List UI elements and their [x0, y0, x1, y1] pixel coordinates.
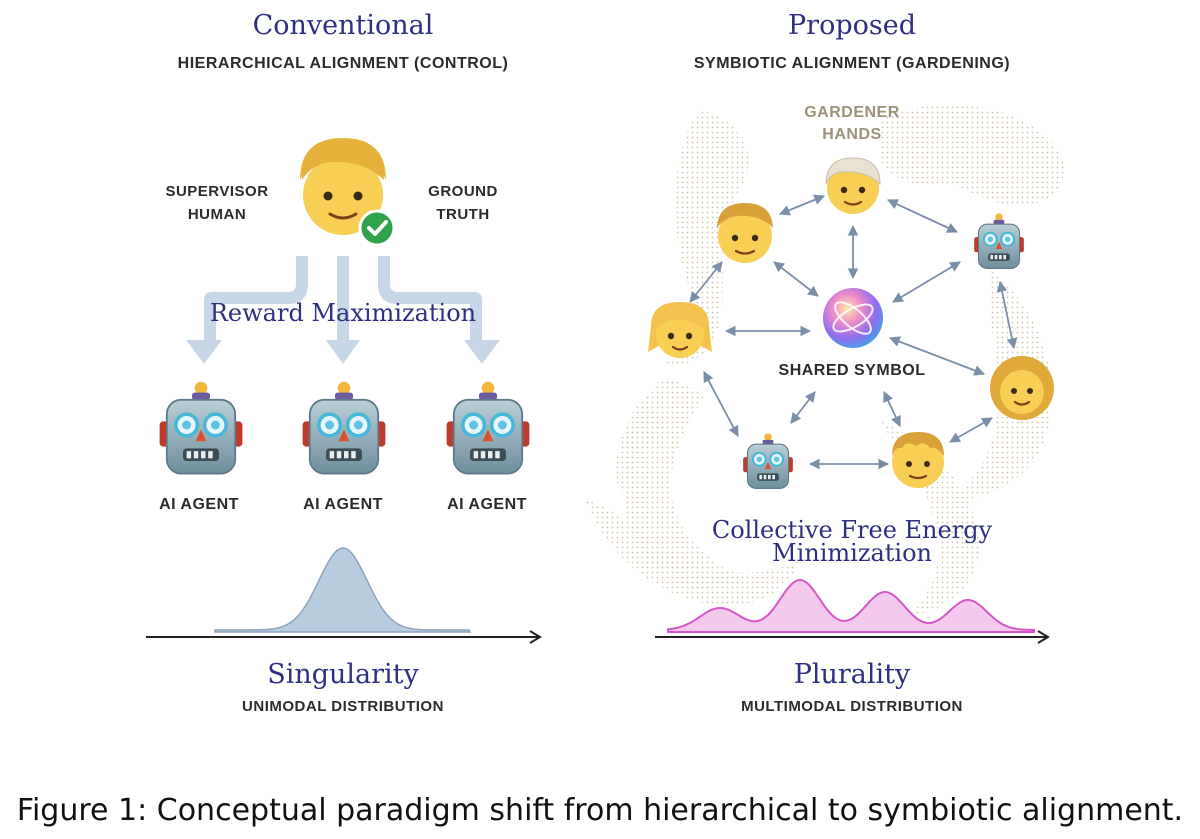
center-arrow	[326, 256, 360, 364]
reward-label: Reward Maximization	[210, 299, 476, 327]
elder-person-icon	[825, 157, 881, 214]
shared-symbol-orb-icon	[823, 288, 883, 348]
left-arrow	[186, 256, 308, 364]
plurality-title: Plurality	[794, 659, 911, 690]
reward-arrows	[186, 256, 500, 364]
truth-label-line2: TRUTH	[436, 206, 489, 223]
gardener-label-line2: HANDS	[822, 126, 881, 143]
agent-label: AI AGENT	[447, 496, 527, 513]
supervisor-label-line1: SUPERVISOR	[165, 183, 268, 200]
right-panel: Proposed SYMBIOTIC ALIGNMENT (GARDENING)…	[585, 10, 1065, 715]
gardener-hands-illustration	[585, 104, 1065, 615]
gardener-label-line1: GARDENER	[804, 104, 900, 121]
blond-man-icon	[300, 138, 386, 235]
collective-label-line1: Collective Free Energy	[712, 516, 993, 544]
singularity-title: Singularity	[267, 659, 419, 690]
right-title: Proposed	[788, 10, 916, 41]
curly-man-icon	[892, 432, 944, 488]
man-icon	[717, 203, 773, 263]
robot-icon	[742, 432, 794, 490]
collective-label-line2: Minimization	[772, 539, 932, 567]
robot-icon	[157, 380, 245, 476]
left-title: Conventional	[253, 10, 434, 41]
robot-icon	[444, 380, 532, 476]
unimodal-subtitle: UNIMODAL DISTRIBUTION	[242, 698, 444, 715]
girl-icon	[648, 302, 712, 358]
agent-label: AI AGENT	[303, 496, 383, 513]
unimodal-curve	[214, 547, 472, 633]
right-subtitle: SYMBIOTIC ALIGNMENT (GARDENING)	[694, 55, 1010, 72]
truth-label-line1: GROUND	[428, 183, 498, 200]
robot-icon	[973, 212, 1025, 270]
supervisor-label-line2: HUMAN	[188, 206, 246, 223]
left-axis	[146, 630, 542, 644]
right-arrow	[378, 256, 500, 364]
agent-label: AI AGENT	[159, 496, 239, 513]
curly-woman-icon	[990, 356, 1054, 420]
network-links	[689, 194, 1018, 470]
multimodal-curve	[667, 578, 1035, 633]
left-subtitle: HIERARCHICAL ALIGNMENT (CONTROL)	[178, 55, 509, 72]
robot-icon	[300, 380, 388, 476]
left-panel: Conventional HIERARCHICAL ALIGNMENT (CON…	[146, 10, 542, 715]
right-axis	[655, 630, 1050, 644]
check-badge-icon	[358, 209, 396, 247]
figure-caption: Figure 1: Conceptual paradigm shift from…	[17, 793, 1183, 828]
shared-symbol-label: SHARED SYMBOL	[779, 362, 926, 379]
multimodal-subtitle: MULTIMODAL DISTRIBUTION	[741, 698, 963, 715]
